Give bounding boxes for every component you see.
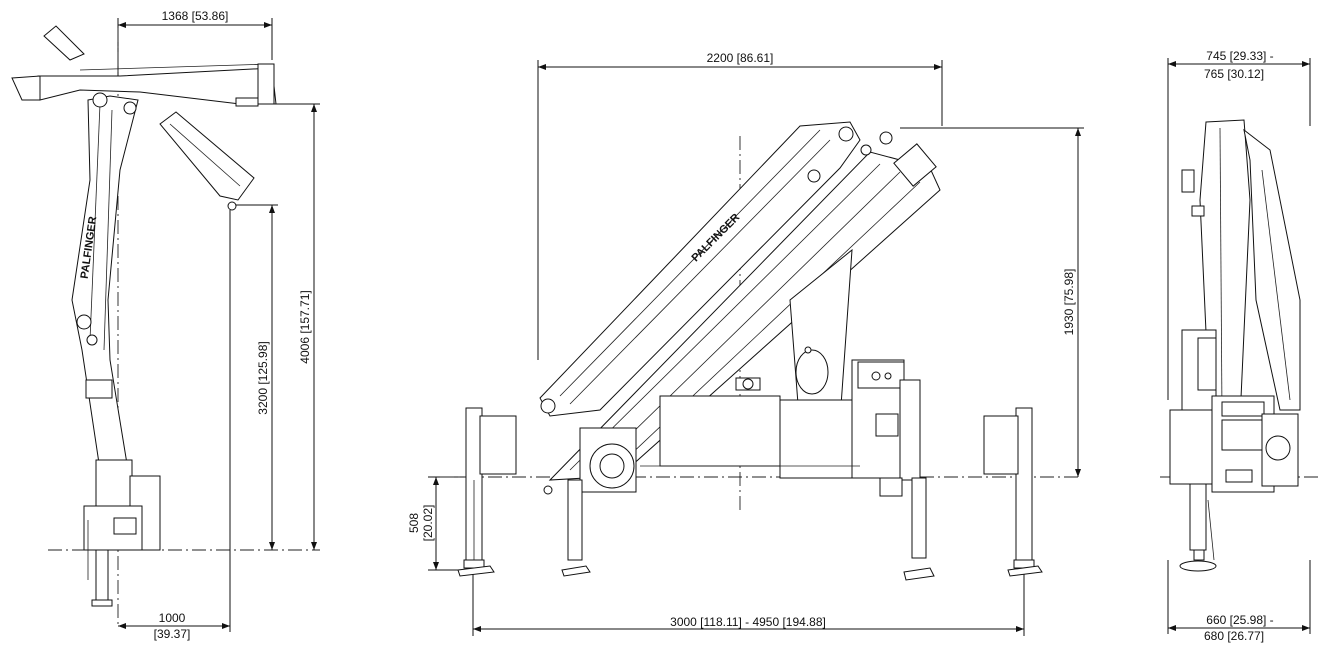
dim-front-height-label: 1930 [75.98]: [1062, 269, 1076, 336]
dim-front-spread: 3000 [118.11] - 4950 [194.88]: [472, 570, 1025, 636]
end-crane-outline: [1169, 119, 1301, 572]
dim-front-reach-label: 2200 [86.61]: [707, 51, 774, 65]
front-view: 2200 [86.61] 1930 [75.98] 508 [20.02]: [407, 51, 1084, 636]
dim-end-bottom: 660 [25.98] - 680 [26.77]: [1167, 560, 1311, 643]
dim-front-spread-label: 3000 [118.11] - 4950 [194.88]: [670, 615, 826, 629]
dim-end-bottom-label-2: 680 [26.77]: [1204, 629, 1264, 643]
dim-end-bottom-label-1: 660 [25.98] -: [1206, 613, 1273, 627]
dim-side-reach: 1368 [53.86]: [117, 9, 273, 80]
side-view: 1368 [53.86] 4006 [157.71] 3200 [125.98]: [11, 9, 320, 641]
end-view: 745 [29.33] - 765 [30.12] 660 [25.98] - …: [1160, 49, 1318, 643]
dim-front-leg: 508 [20.02]: [407, 476, 470, 571]
dim-end-top-label-2: 765 [30.12]: [1204, 67, 1264, 81]
dim-side-total: 4006 [157.71]: [272, 103, 320, 550]
dim-front-leg-inch: [20.02]: [421, 505, 435, 542]
dim-side-bottom-label-2: [39.37]: [154, 627, 191, 641]
dim-side-hook: 3200 [125.98]: [232, 204, 278, 550]
dim-side-bottom: 1000 [39.37]: [118, 210, 231, 641]
side-crane-outline: PALFINGER: [11, 25, 277, 607]
dim-end-top: 745 [29.33] - 765 [30.12]: [1167, 49, 1311, 400]
front-crane-outline: PALFINGER: [457, 121, 1043, 581]
dim-side-reach-label: 1368 [53.86]: [162, 9, 229, 23]
dim-side-total-label: 4006 [157.71]: [298, 290, 312, 363]
dim-end-top-label-1: 745 [29.33] -: [1206, 49, 1273, 63]
dim-side-hook-label: 3200 [125.98]: [256, 341, 270, 414]
dim-front-height: 1930 [75.98]: [900, 127, 1084, 477]
dim-front-reach: 2200 [86.61]: [537, 51, 943, 360]
dim-side-bottom-label-1: 1000: [159, 611, 186, 625]
dim-front-leg-label: 508: [407, 513, 421, 533]
